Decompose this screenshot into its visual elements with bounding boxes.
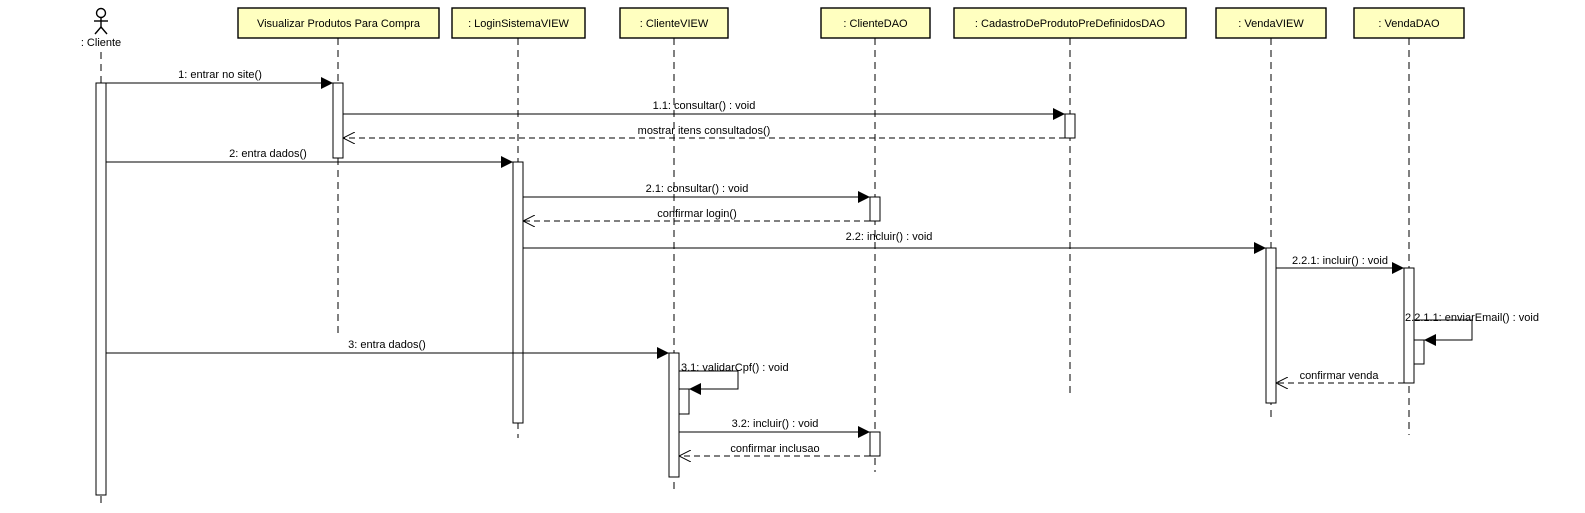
message-2-label: 2: entra dados() [229, 148, 307, 160]
message-2-1: 2.1: consultar() : void [523, 183, 870, 203]
activation-vendadao [1403, 267, 1415, 384]
message-1: 1: entrar no site() [106, 69, 333, 89]
message-1-1: 1.1: consultar() : void [343, 100, 1065, 120]
activation-clientedao-1 [869, 196, 881, 222]
lifeline-vendadao: : VendaDAO [1353, 7, 1465, 39]
lifeline-visualizar-label: Visualizar Produtos Para Compra [257, 18, 421, 30]
stick-figure-icon [94, 7, 108, 35]
activation-clienteview [668, 352, 680, 478]
message-3: 3: entra dados() [106, 339, 669, 359]
actor-label: : Cliente [81, 37, 121, 49]
message-3-1-label: 3.1: validarCpf() : void [681, 362, 789, 374]
actor-cliente: : Cliente [81, 7, 121, 49]
return-mostrar-itens-label: mostrar itens consultados() [638, 125, 771, 137]
lifeline-vendadao-label: : VendaDAO [1378, 18, 1440, 30]
return-confirmar-login-label: confirmar login() [657, 208, 736, 220]
message-2: 2: entra dados() [106, 148, 513, 168]
lifeline-clientedao-label: : ClienteDAO [843, 18, 908, 30]
message-3-label: 3: entra dados() [348, 339, 426, 351]
message-2-1-label: 2.1: consultar() : void [646, 183, 749, 195]
lifeline-visualizar: Visualizar Produtos Para Compra [237, 7, 440, 39]
lifeline-cadastro: : CadastroDeProdutoPreDefinidosDAO [953, 7, 1187, 39]
return-confirmar-inclusao-label: confirmar inclusao [730, 443, 819, 455]
actor-activation [95, 82, 107, 496]
activation-cadastro [1064, 113, 1076, 139]
message-2-2-1-label: 2.2.1: incluir() : void [1292, 255, 1388, 267]
lifeline-cadastro-label: : CadastroDeProdutoPreDefinidosDAO [975, 18, 1166, 30]
activation-vendadao-self [1413, 339, 1425, 365]
message-2-2-label: 2.2: incluir() : void [846, 231, 933, 243]
return-mostrar-itens: mostrar itens consultados() [343, 125, 1065, 138]
lifeline-login-label: : LoginSistemaVIEW [468, 18, 569, 30]
return-confirmar-venda-label: confirmar venda [1300, 370, 1380, 382]
message-1-1-label: 1.1: consultar() : void [653, 100, 756, 112]
lifeline-vendaview-label: : VendaVIEW [1238, 18, 1304, 30]
activation-clientedao-2 [869, 431, 881, 457]
message-3-2-label: 3.2: incluir() : void [732, 418, 819, 430]
message-1-label: 1: entrar no site() [178, 69, 262, 81]
activation-login [512, 161, 524, 424]
activation-visualizar [332, 82, 344, 159]
message-2-2-1-1-self: 2.2.1.1: enviarEmail() : void [1405, 312, 1539, 346]
lifeline-clientedao: : ClienteDAO [820, 7, 931, 39]
message-2-2: 2.2: incluir() : void [523, 231, 1266, 254]
message-3-2: 3.2: incluir() : void [679, 418, 870, 438]
activation-vendaview [1265, 247, 1277, 404]
message-2-2-1: 2.2.1: incluir() : void [1276, 255, 1404, 274]
activation-clienteview-self [678, 388, 690, 415]
return-confirmar-login: confirmar login() [523, 208, 870, 221]
lifeline-clienteview: : ClienteVIEW [619, 7, 729, 39]
return-confirmar-venda: confirmar venda [1276, 370, 1404, 383]
lifeline-login: : LoginSistemaVIEW [451, 7, 586, 39]
lifeline-vendaview: : VendaVIEW [1215, 7, 1327, 39]
message-2-2-1-1-label: 2.2.1.1: enviarEmail() : void [1405, 312, 1539, 324]
message-3-1-self: 3.1: validarCpf() : void [679, 362, 789, 395]
lifeline-clienteview-label: : ClienteVIEW [640, 18, 709, 30]
return-confirmar-inclusao: confirmar inclusao [679, 443, 870, 456]
